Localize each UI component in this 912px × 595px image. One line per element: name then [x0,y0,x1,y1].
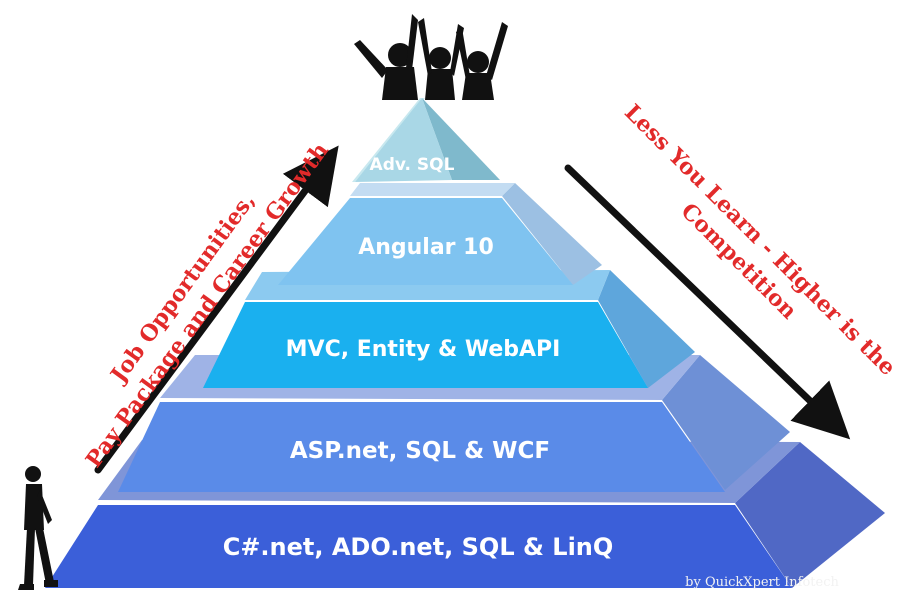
tier-5-side-face [422,98,500,180]
tier-1-label: C#.net, ADO.net, SQL & LinQ [223,533,614,561]
tier-1-front-face [45,505,792,588]
pyramid-tier-4: Angular 10 [278,183,602,285]
walking-person-silhouette [18,466,58,590]
tier-3-label: MVC, Entity & WebAPI [286,337,561,362]
right-down-arrow [564,164,851,440]
credit-text: by QuickXpert Infotech [685,575,839,590]
tier-3-front-face [203,302,648,388]
tier-5-label: Adv. SQL [370,155,455,175]
tier-2-front-face [118,402,725,492]
tier-2-label: ASP.net, SQL & WCF [290,438,550,464]
tier-1-side-face [735,442,885,588]
celebrating-people-silhouette [354,14,508,100]
tier-4-label: Angular 10 [358,235,494,260]
tier-4-side-face [502,183,602,285]
pyramid-tier-5: Adv. SQL [352,98,500,182]
tier-2-side-face [662,355,790,490]
tier-4-top-face [350,183,515,196]
tier-5-front-face [355,98,452,182]
tier-4-front-face [278,198,573,285]
left-up-arrow [94,145,339,474]
tier-3-side-face [598,270,695,388]
pyramid-tier-3: MVC, Entity & WebAPI [203,270,695,388]
